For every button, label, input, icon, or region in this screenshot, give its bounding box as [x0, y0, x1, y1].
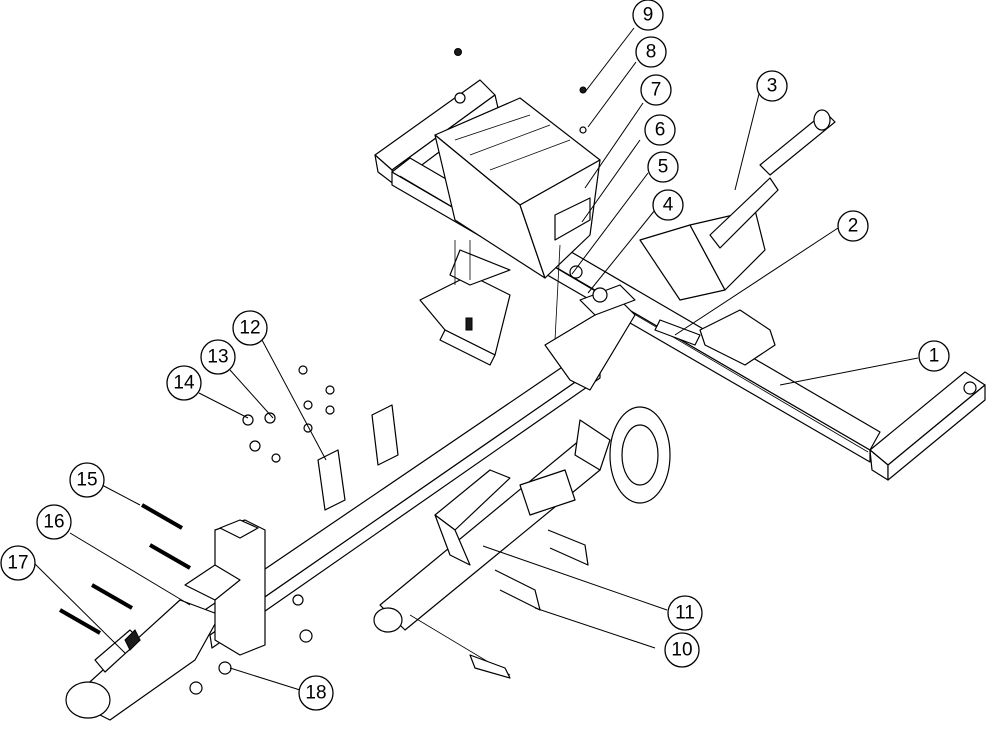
callout-9: 9 — [632, 0, 664, 31]
svg-text:5: 5 — [658, 157, 669, 178]
hex-bolts — [59, 503, 191, 635]
svg-text:10: 10 — [671, 640, 692, 661]
callout-16: 16 — [36, 504, 72, 540]
svg-text:17: 17 — [7, 553, 28, 574]
svg-text:9: 9 — [643, 5, 654, 26]
callout-6: 6 — [644, 114, 676, 146]
hitch-coupler — [65, 599, 221, 721]
leader-lines — [33, 27, 919, 691]
svg-text:4: 4 — [663, 195, 674, 216]
callout-18: 18 — [298, 675, 334, 711]
callout-1: 1 — [918, 340, 950, 372]
svg-text:13: 13 — [207, 347, 228, 368]
svg-text:7: 7 — [651, 80, 662, 101]
u-bolts — [494, 529, 589, 611]
drawbar-beam — [189, 265, 636, 649]
svg-text:16: 16 — [43, 512, 64, 533]
hardware-nuts-washers — [189, 365, 335, 695]
callout-11: 11 — [667, 595, 703, 631]
callout-14: 14 — [166, 365, 202, 401]
jack-mount-plate — [434, 469, 511, 566]
svg-text:18: 18 — [305, 683, 326, 704]
control-box — [419, 240, 561, 366]
callout-12: 12 — [232, 310, 268, 346]
callout-5: 5 — [647, 151, 679, 183]
linear-actuator — [639, 109, 836, 301]
svg-text:3: 3 — [767, 76, 778, 97]
svg-text:6: 6 — [655, 120, 666, 141]
battery-box — [434, 48, 601, 279]
callout-10: 10 — [664, 632, 700, 668]
jack-post — [184, 519, 266, 656]
callout-7: 7 — [640, 74, 672, 106]
angle-brackets — [317, 404, 399, 511]
wheel-jack — [373, 406, 671, 679]
callout-8: 8 — [635, 36, 667, 68]
svg-text:11: 11 — [675, 603, 695, 624]
callout-3: 3 — [756, 70, 788, 102]
callout-2: 2 — [837, 210, 869, 242]
svg-text:2: 2 — [848, 216, 859, 237]
svg-text:1: 1 — [929, 346, 940, 367]
svg-text:8: 8 — [646, 42, 657, 63]
svg-text:15: 15 — [76, 470, 97, 491]
callout-17: 17 — [0, 545, 36, 581]
actuator-mount — [654, 309, 776, 366]
callout-4: 4 — [652, 189, 684, 221]
callout-15: 15 — [69, 462, 105, 498]
svg-text:14: 14 — [173, 373, 195, 394]
svg-text:12: 12 — [239, 318, 260, 339]
callout-13: 13 — [200, 339, 236, 375]
